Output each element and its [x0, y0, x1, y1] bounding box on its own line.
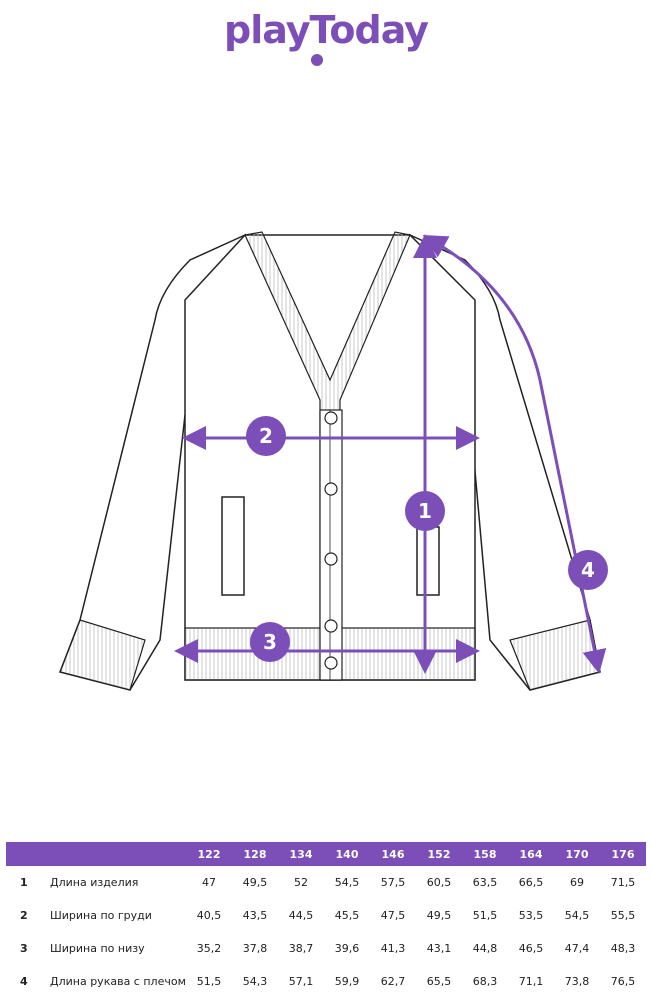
- table-cell: 44,5: [288, 909, 314, 922]
- measure-line-4: [422, 235, 607, 674]
- table-cell: 73,8: [564, 975, 590, 988]
- table-cell: 66,5: [518, 876, 544, 889]
- table-cell: 62,7: [380, 975, 406, 988]
- table-cell: 59,9: [334, 975, 360, 988]
- table-row: 3 Ширина по низу 35,2 37,8 38,7 39,6 41,3 43,1 4…: [6, 932, 646, 965]
- table-cell: 51,5: [472, 909, 498, 922]
- table-row: 1 Длина изделия 47 49,5 52 54,5 57,5 60,5 63,5 66…: [6, 866, 646, 899]
- table-cell: 51,5: [196, 975, 222, 988]
- table-cell: 40,5: [196, 909, 222, 922]
- svg-text:3: 3: [263, 630, 277, 654]
- table-cell: 55,5: [610, 909, 636, 922]
- table-cell: 47,5: [380, 909, 406, 922]
- table-cell: 57,5: [380, 876, 406, 889]
- size-table-wrapper: 122 128 134 140 146 152 158 164 170 176 1 Длина из…: [6, 842, 646, 998]
- size-header-cell: 152: [427, 847, 451, 861]
- brand-logo-dot: [311, 54, 323, 66]
- table-cell: 41,3: [380, 942, 406, 955]
- table-cell: 35,2: [196, 942, 222, 955]
- table-cell: 39,6: [334, 942, 360, 955]
- size-header-cell: 170: [565, 847, 589, 861]
- table-cell: 49,5: [426, 909, 452, 922]
- row-number: 3: [20, 942, 28, 955]
- table-cell: 47,4: [564, 942, 590, 955]
- header-blank: [46, 842, 186, 866]
- table-cell: 43,5: [242, 909, 268, 922]
- table-row: 4 Длина рукава с плечом 51,5 54,3 57,1 59,9 62…: [6, 965, 646, 998]
- table-cell: 60,5: [426, 876, 452, 889]
- size-header-cell: 140: [335, 847, 359, 861]
- callout-2: 2: [246, 416, 286, 456]
- size-header-cell: 122: [197, 847, 221, 861]
- svg-text:1: 1: [418, 499, 432, 523]
- svg-text:2: 2: [259, 424, 273, 448]
- left-pocket: [221, 496, 245, 596]
- table-cell: 44,8: [472, 942, 498, 955]
- table-cell: 38,7: [288, 942, 314, 955]
- table-cell: 47: [202, 876, 216, 889]
- table-cell: 48,3: [610, 942, 636, 955]
- size-table: 122 128 134 140 146 152 158 164 170 176 1 Длина из…: [6, 842, 646, 998]
- table-row: 2 Ширина по груди 40,5 43,5 44,5 45,5 47,5 49,5…: [6, 899, 646, 932]
- table-cell: 37,8: [242, 942, 268, 955]
- table-cell: 63,5: [472, 876, 498, 889]
- size-header-cell: 176: [611, 847, 635, 861]
- callout-3: 3: [250, 622, 290, 662]
- size-header-cell: 128: [243, 847, 267, 861]
- table-cell: 68,3: [472, 975, 498, 988]
- row-number: 4: [20, 975, 28, 988]
- table-cell: 76,5: [610, 975, 636, 988]
- table-cell: 49,5: [242, 876, 268, 889]
- row-label: Ширина по низу: [50, 941, 145, 955]
- row-label: Ширина по груди: [50, 908, 152, 922]
- table-cell: 71,5: [610, 876, 636, 889]
- table-cell: 54,5: [564, 909, 590, 922]
- table-cell: 46,5: [518, 942, 544, 955]
- brand-logo: playToday: [224, 8, 429, 52]
- table-cell: 54,3: [242, 975, 268, 988]
- table-cell: 57,1: [288, 975, 314, 988]
- table-cell: 53,5: [518, 909, 544, 922]
- row-number: 2: [20, 909, 28, 922]
- callout-4: 4: [568, 550, 608, 590]
- size-header-cell: 134: [289, 847, 313, 861]
- row-label: Длина рукава с плечом: [50, 974, 186, 988]
- svg-text:4: 4: [581, 558, 595, 582]
- table-cell: 69: [570, 876, 584, 889]
- header-blank: [6, 842, 46, 866]
- size-header-row: 122 128 134 140 146 152 158 164 170 176: [6, 842, 646, 866]
- cardigan-drawing: 2 3 1 4: [58, 231, 608, 691]
- table-cell: 54,5: [334, 876, 360, 889]
- table-cell: 71,1: [518, 975, 544, 988]
- table-cell: 65,5: [426, 975, 452, 988]
- table-cell: 52: [294, 876, 308, 889]
- table-cell: 45,5: [334, 909, 360, 922]
- row-number: 1: [20, 876, 28, 889]
- size-header-cell: 158: [473, 847, 497, 861]
- size-header-cell: 164: [519, 847, 543, 861]
- row-label: Длина изделия: [50, 875, 139, 889]
- callout-1: 1: [405, 491, 445, 531]
- right-pocket: [416, 526, 440, 596]
- size-header-cell: 146: [381, 847, 405, 861]
- table-cell: 43,1: [426, 942, 452, 955]
